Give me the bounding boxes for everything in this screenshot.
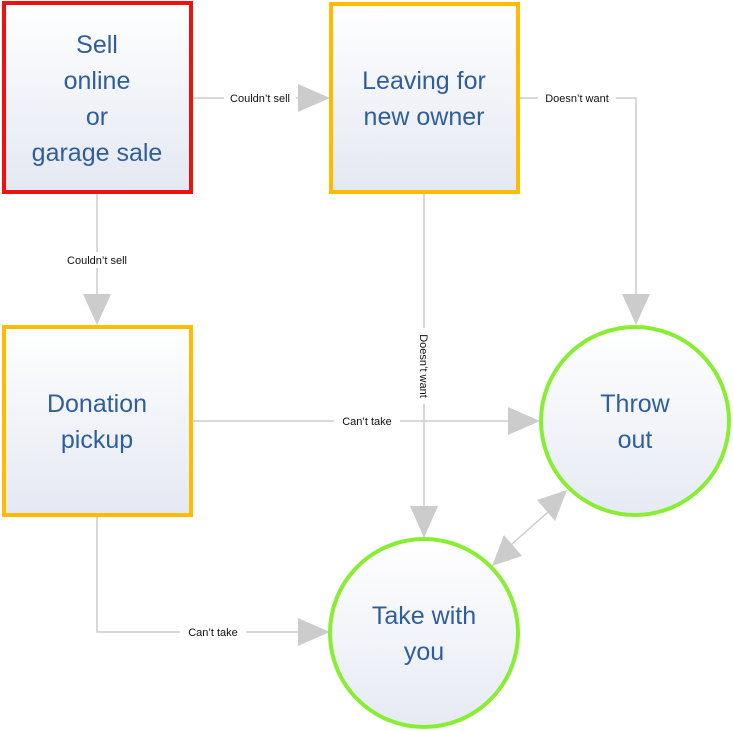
edge-label-background [60,252,134,268]
arrow-head [298,84,330,112]
node-text-line: or [86,103,108,131]
arrow-head [83,294,111,325]
node-text-line: out [618,426,653,454]
node-shape [2,325,193,517]
edge-throw-take-bidirectional [492,490,567,566]
arrow-head [537,490,567,521]
edge-leaving-to-take: Doesn’t want [410,194,438,538]
node-text-line: Take with [372,602,476,630]
node-text-line: Donation [47,390,147,418]
node-donation-pickup: Donation pickup [2,325,193,517]
node-text-line: garage sale [32,139,163,167]
edge-label-background [334,413,400,429]
edge-label-background [538,90,616,106]
edge-label: Can’t take [188,627,238,639]
edge-label: Couldn’t sell [230,93,290,105]
node-text-line: Throw [600,390,670,418]
edge-donation-to-take: Can’t take [96,517,330,646]
node-text-line: new owner [364,103,485,131]
arrow-head [410,506,438,538]
edge-leaving-to-throw: Doesn’t want [520,90,650,325]
edge-label: Doesn’t want [417,334,429,398]
arrow-head [492,535,522,566]
node-shape [328,537,520,729]
edge-label-background [224,90,296,106]
node-text-line: Sell [76,31,118,59]
arrow-head [298,618,330,646]
node-text-line: online [64,67,131,95]
node-text-line: you [404,638,444,666]
edge-donation-to-throw: Can’t take [193,407,540,435]
node-throw-out: Throw out [539,325,731,517]
edge-label: Doesn’t want [545,93,609,105]
node-shape [2,1,193,194]
edge-line [520,97,637,294]
arrow-head [622,294,650,325]
node-shape [539,325,731,517]
node-take-with-you: Take with you [328,537,520,729]
edge-label-background [414,328,434,404]
node-text-line: Leaving for [362,67,486,95]
edge-label: Can’t take [342,416,392,428]
edge-line [96,517,298,633]
arrow-head [508,407,540,435]
node-shape [329,2,520,194]
node-leaving-for-new-owner: Leaving for new owner [329,2,520,194]
node-text-line: pickup [61,426,133,454]
edge-label: Couldn’t sell [67,255,127,267]
edge-sell-to-leaving: Couldn’t sell [192,84,330,112]
edge-label-background [180,624,246,640]
edge-line [511,511,549,545]
node-sell-online: Sell online or garage sale [2,1,193,194]
edge-sell-to-donation: Couldn’t sell [60,194,134,325]
